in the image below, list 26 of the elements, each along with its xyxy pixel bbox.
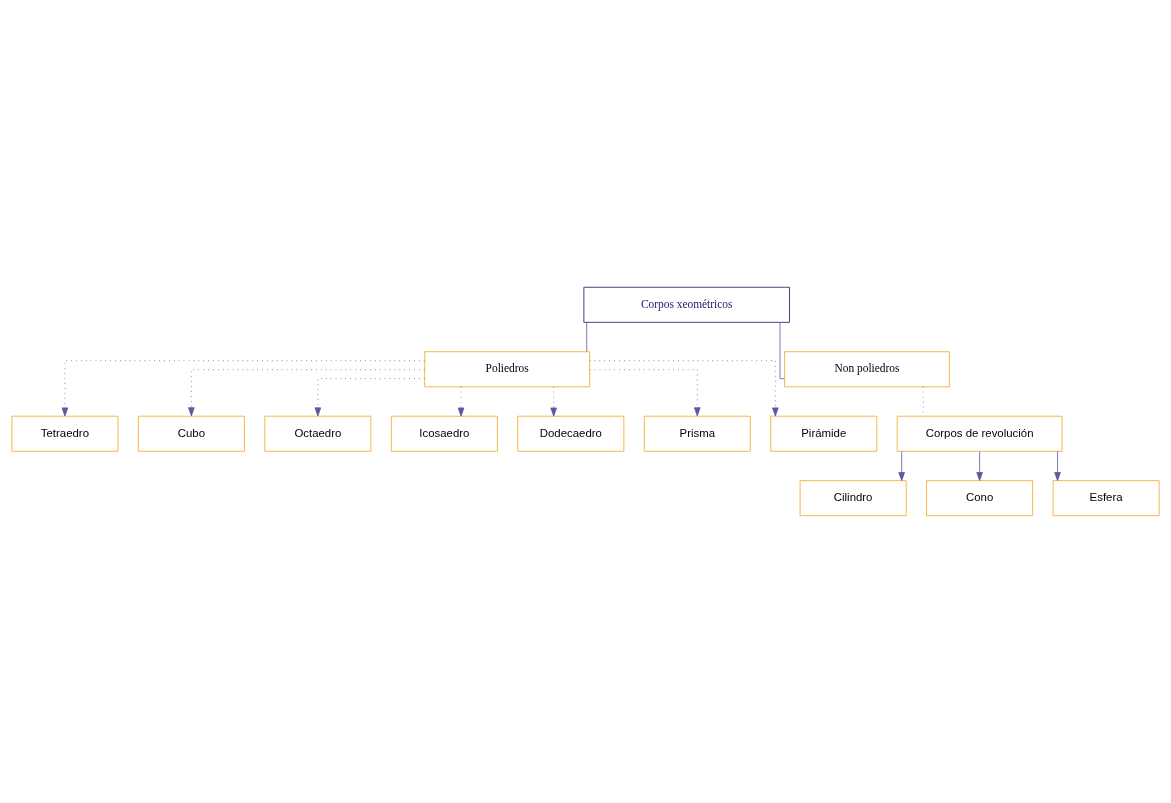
arrow	[1054, 450, 1061, 481]
arrow	[61, 360, 425, 417]
arrow	[976, 450, 983, 481]
arrow	[550, 386, 557, 417]
arrow	[589, 360, 779, 417]
node-box: Dodecaedro	[517, 415, 625, 452]
node-box: Cubo	[137, 415, 245, 452]
arrow	[457, 386, 465, 417]
node-box: Cono	[926, 480, 1034, 517]
node-box: Tetraedro	[11, 415, 119, 452]
arrow	[188, 369, 426, 417]
node-box: Pirámide	[770, 415, 878, 452]
node-box: Prisma	[643, 415, 751, 452]
node-box: Cilindro	[799, 480, 907, 517]
connector	[586, 322, 588, 353]
node-box: Octaedro	[264, 415, 372, 452]
arrow	[314, 378, 426, 417]
node-box: Non poliedros	[784, 351, 950, 388]
node-box: Corpos xeométricos	[583, 286, 790, 323]
node-box: Icosaedro	[390, 415, 498, 452]
node-box: Esfera	[1052, 480, 1160, 517]
node-box: Corpos de revolución	[896, 415, 1063, 452]
connector	[779, 322, 785, 380]
arrow	[589, 369, 701, 417]
arrow	[898, 450, 905, 481]
node-box: Poliedros	[424, 351, 590, 388]
